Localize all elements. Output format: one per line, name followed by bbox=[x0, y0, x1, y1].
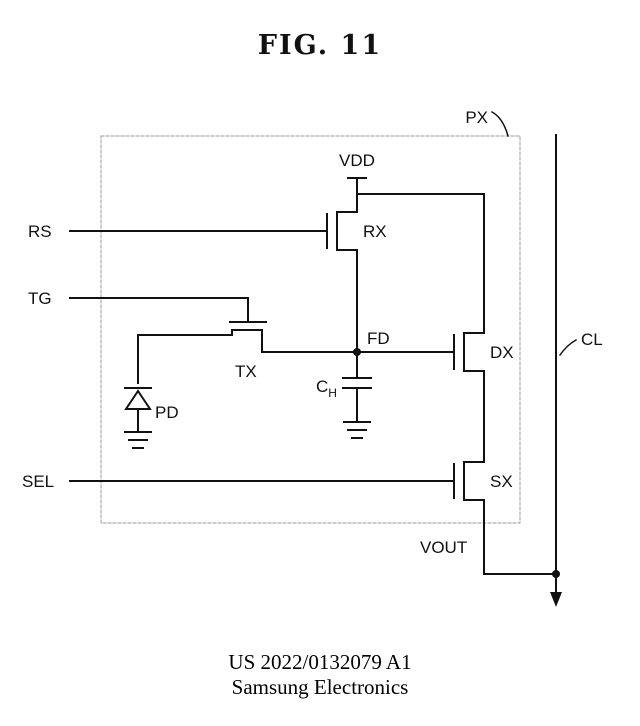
vdd-label: VDD bbox=[339, 151, 375, 170]
rx-channel bbox=[336, 193, 358, 353]
column-arrow bbox=[550, 592, 562, 607]
sx-label: SX bbox=[490, 472, 513, 491]
dx-label: DX bbox=[490, 343, 514, 362]
dx-channel bbox=[463, 193, 485, 463]
cl-leader bbox=[558, 338, 578, 357]
pixel-boundary bbox=[100, 135, 521, 524]
ch-label: CH bbox=[316, 377, 337, 400]
ch-label-main: C bbox=[316, 377, 328, 396]
px-label: PX bbox=[465, 108, 488, 127]
ch-label-sub: H bbox=[328, 386, 337, 400]
rs-label: RS bbox=[28, 222, 52, 241]
tx-channel bbox=[137, 329, 358, 353]
figure-title: FIG. 11 bbox=[257, 30, 383, 61]
vout-label: VOUT bbox=[420, 538, 467, 557]
pd-label: PD bbox=[155, 403, 179, 422]
px-leader bbox=[490, 110, 509, 137]
sel-label: SEL bbox=[22, 472, 54, 491]
vout-node bbox=[552, 570, 560, 578]
photodiode-symbol bbox=[124, 389, 152, 410]
sx-channel bbox=[463, 461, 557, 575]
publication-number: US 2022/0132079 A1 bbox=[228, 650, 412, 674]
fd-label: FD bbox=[367, 329, 390, 348]
cl-label: CL bbox=[581, 330, 603, 349]
tg-label: TG bbox=[28, 289, 52, 308]
tx-label: TX bbox=[235, 362, 257, 381]
assignee-name: Samsung Electronics bbox=[231, 675, 409, 699]
tg-line bbox=[69, 297, 249, 323]
footer: US 2022/0132079 A1 Samsung Electronics bbox=[0, 650, 640, 700]
rx-label: RX bbox=[363, 222, 387, 241]
